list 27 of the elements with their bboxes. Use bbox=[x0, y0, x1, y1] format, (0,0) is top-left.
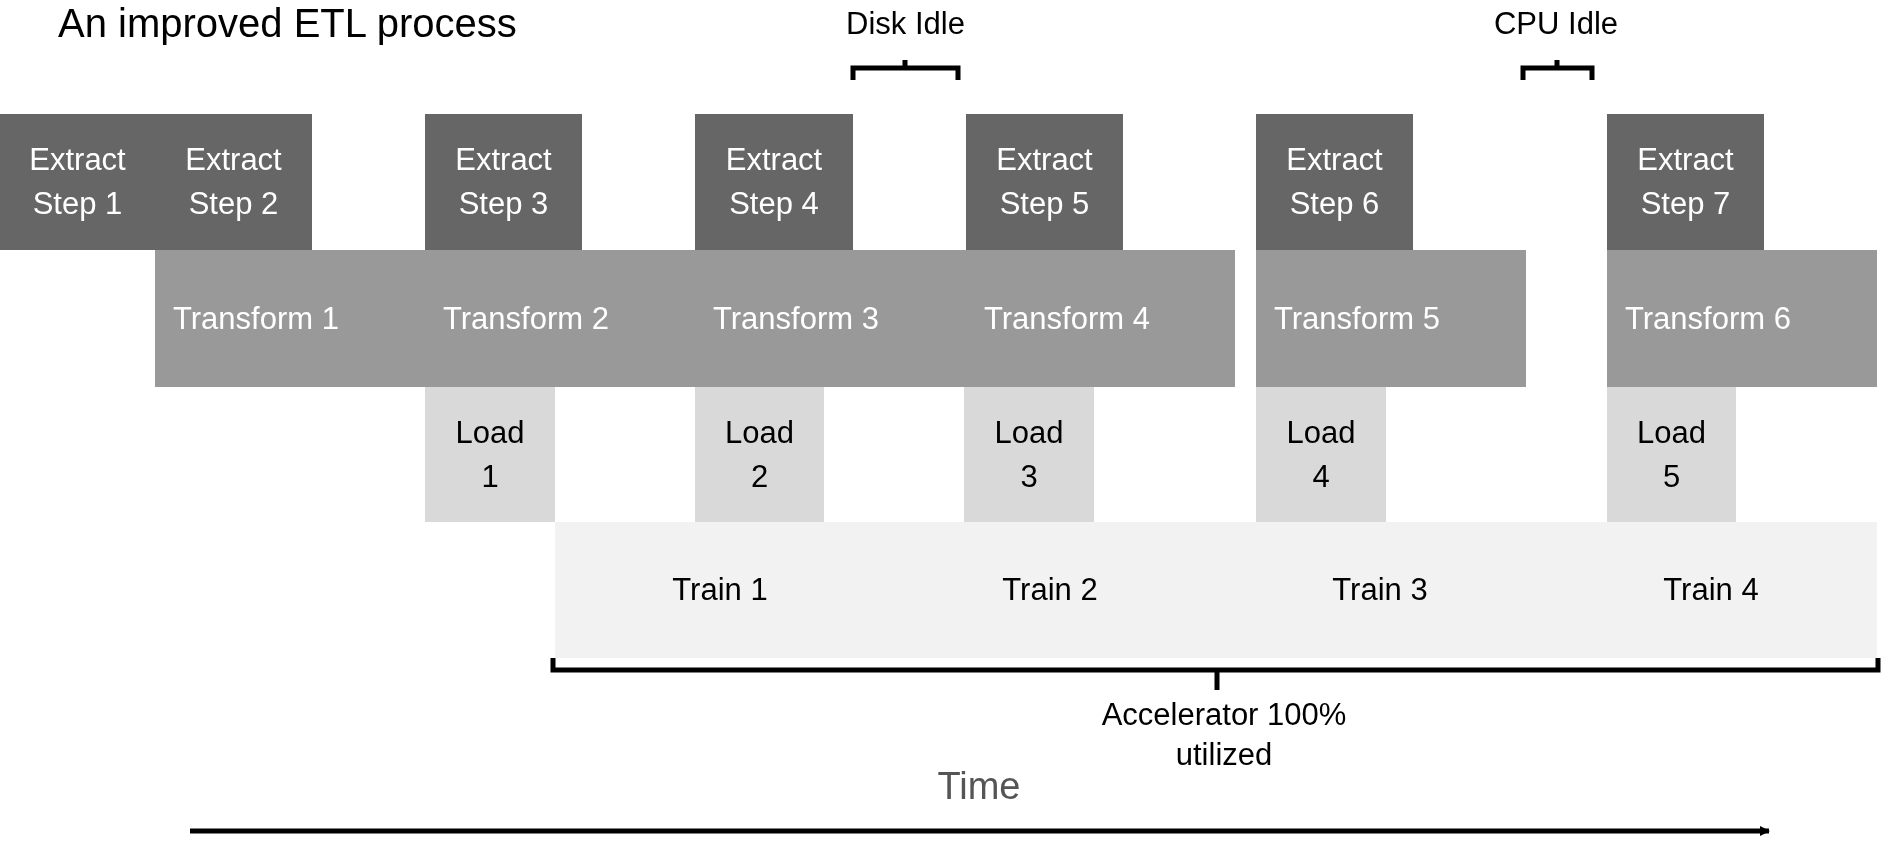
extract-step-box: Extract Step 5 bbox=[966, 114, 1123, 250]
transform-step-box: Transform 6 bbox=[1607, 250, 1877, 387]
extract-step-box: Extract Step 7 bbox=[1607, 114, 1764, 250]
extract-step-box: Extract Step 6 bbox=[1256, 114, 1413, 250]
load-step-box: Load 2 bbox=[695, 387, 824, 522]
idle-label: Disk Idle bbox=[845, 5, 966, 43]
extract-step-box: Extract Step 2 bbox=[155, 114, 312, 250]
utilization-label: Accelerator 100% utilized bbox=[1100, 696, 1348, 774]
transform-step-box: Transform 2 bbox=[425, 250, 695, 387]
train-step-box: Train 3 bbox=[1215, 522, 1545, 658]
axis-label: Time bbox=[936, 766, 1022, 806]
transform-step-box: Transform 1 bbox=[155, 250, 425, 387]
load-step-box: Load 1 bbox=[425, 387, 555, 522]
transform-step-box: Transform 3 bbox=[695, 250, 966, 387]
load-step-box: Load 4 bbox=[1256, 387, 1386, 522]
train-step-box: Train 2 bbox=[885, 522, 1215, 658]
extract-step-box: Extract Step 3 bbox=[425, 114, 582, 250]
train-step-box: Train 4 bbox=[1545, 522, 1877, 658]
extract-step-box: Extract Step 1 bbox=[0, 114, 155, 250]
idle-label: CPU Idle bbox=[1492, 5, 1619, 43]
transform-step-box: Transform 4 bbox=[966, 250, 1235, 387]
diagram-title: An improved ETL process bbox=[58, 0, 517, 46]
load-step-box: Load 5 bbox=[1607, 387, 1736, 522]
transform-step-box: Transform 5 bbox=[1256, 250, 1526, 387]
extract-step-box: Extract Step 4 bbox=[695, 114, 853, 250]
load-step-box: Load 3 bbox=[964, 387, 1094, 522]
train-step-box: Train 1 bbox=[555, 522, 885, 658]
